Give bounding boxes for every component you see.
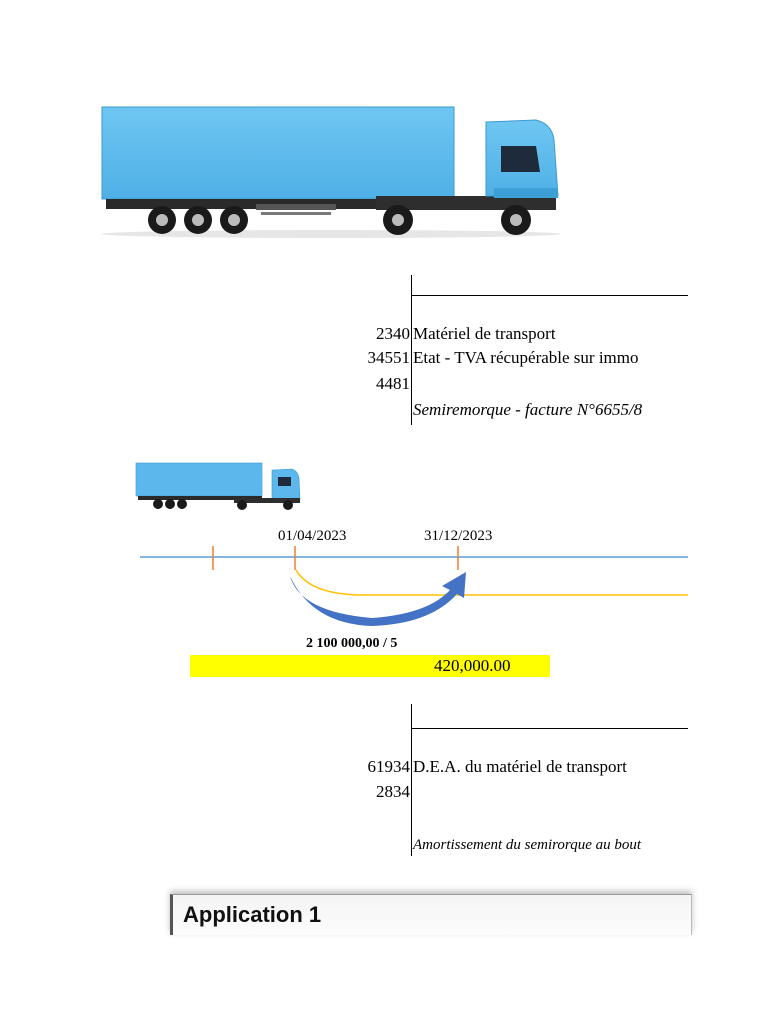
account-number: 2340 — [376, 324, 410, 343]
depreciation-amount: 420,000.00 — [434, 656, 511, 675]
journal-row: 34551 Etat - TVA récupérable sur immo — [340, 348, 688, 372]
journal-note: Semiremorque - facture N°6655/8 — [413, 400, 643, 419]
account-number: 34551 — [367, 348, 411, 367]
journal-row: 61934 D.E.A. du matériel de transport — [340, 757, 688, 781]
truck-icon — [135, 462, 301, 510]
ledger-rule — [411, 295, 688, 296]
journal-row: 2834 — [340, 782, 688, 806]
journal-entry-2: 61934 D.E.A. du matériel de transport 28… — [340, 704, 688, 856]
account-number: 4481 — [376, 374, 410, 393]
arrow-icon — [290, 572, 466, 626]
journal-note: Amortissement du semirorque au bout — [413, 837, 642, 853]
account-label: Matériel de transport — [413, 324, 556, 343]
account-label: D.E.A. du matériel de transport — [413, 757, 627, 776]
journal-entry-1: 2340 Matériel de transport 34551 Etat - … — [340, 275, 688, 425]
account-number: 61934 — [367, 757, 411, 776]
journal-row: 2340 Matériel de transport — [340, 324, 688, 348]
account-label: Etat - TVA récupérable sur immo — [413, 348, 639, 367]
ledger-divider — [411, 704, 412, 856]
period-line — [295, 569, 688, 596]
account-number: 2834 — [376, 782, 410, 801]
date-end-label: 31/12/2023 — [424, 528, 493, 544]
depreciation-formula: 2 100 000,00 / 5 — [306, 636, 398, 651]
highlight-result: 420,000.00 — [190, 655, 550, 677]
journal-note-row: Semiremorque - facture N°6655/8 — [340, 400, 688, 424]
truck-icon — [101, 106, 561, 238]
ledger-divider — [411, 275, 412, 425]
date-start-label: 01/04/2023 — [278, 528, 347, 544]
section-heading: Application 1 — [170, 894, 692, 935]
journal-row: 4481 — [340, 374, 688, 398]
timeline-diagram — [140, 546, 688, 626]
ledger-rule — [411, 728, 688, 729]
section-title: Application 1 — [183, 902, 322, 927]
journal-note-row: Amortissement du semirorque au bout — [340, 837, 688, 856]
